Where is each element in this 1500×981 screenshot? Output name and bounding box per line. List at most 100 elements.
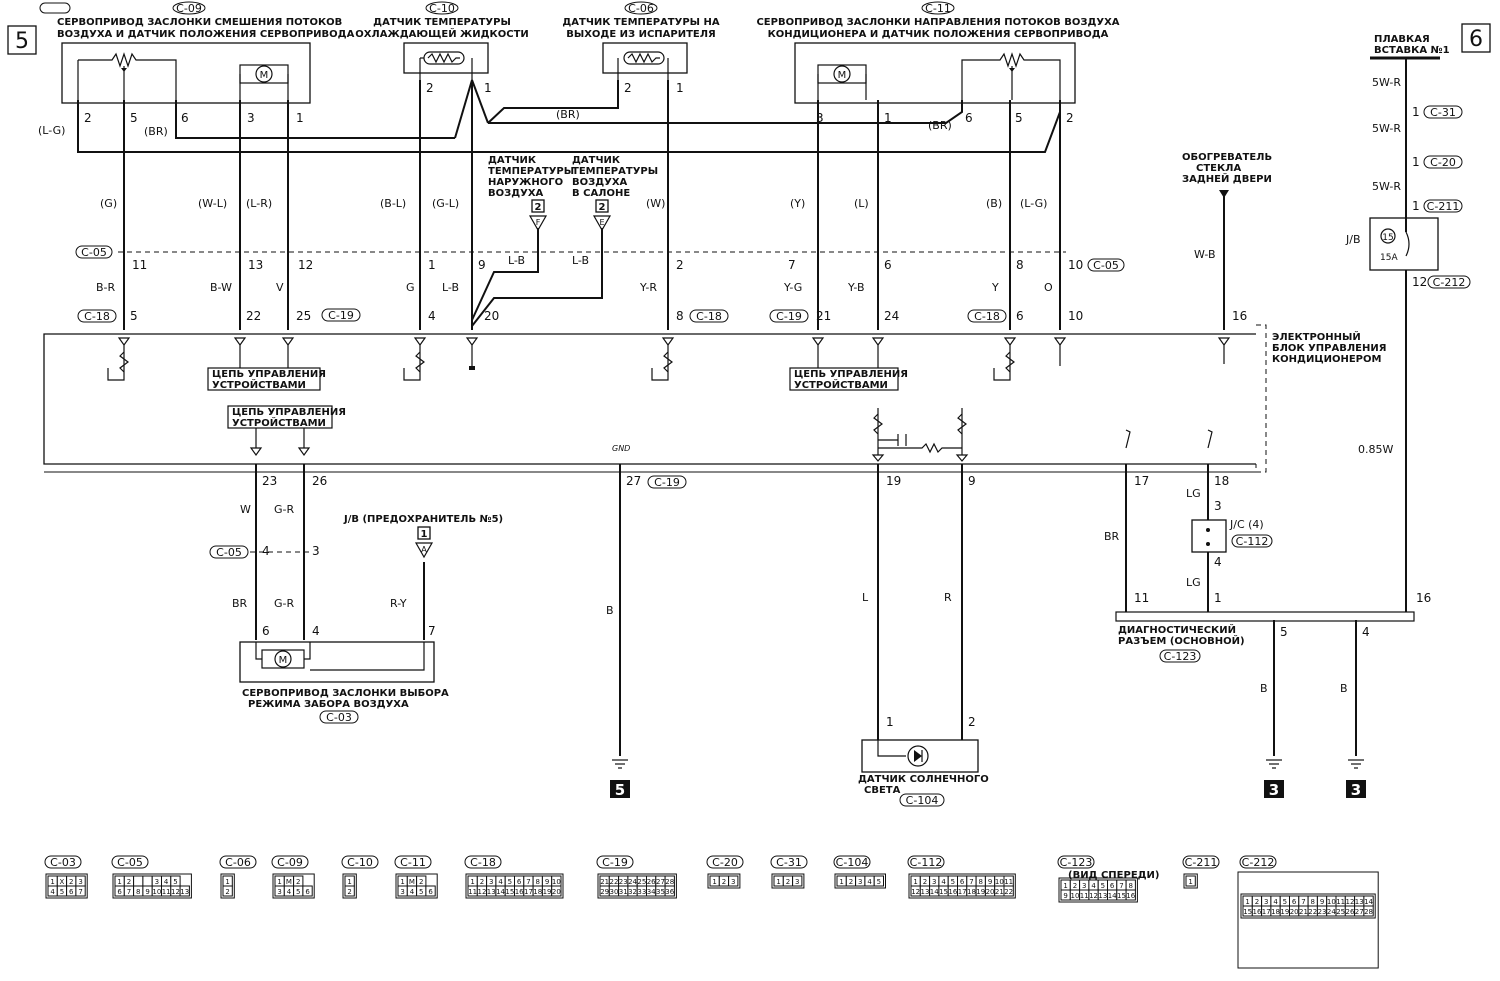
svg-text:СВЕТА: СВЕТА (864, 785, 901, 796)
svg-text:1: 1 (428, 258, 436, 272)
svg-text:C-211: C-211 (1427, 200, 1460, 213)
pin-number: 1 (712, 878, 716, 886)
pin-number: 29 (600, 888, 609, 896)
pin-number: 1 (1063, 882, 1067, 890)
pin-number: 1 (400, 878, 404, 886)
pin-number: 2 (1073, 882, 1077, 890)
pin-number: 11 (468, 888, 477, 896)
pin-number: 24 (1327, 908, 1336, 916)
svg-text:L-B: L-B (572, 254, 589, 267)
pin-number: 15 (939, 888, 948, 896)
pin-number: 5 (60, 888, 64, 896)
svg-text:3: 3 (312, 544, 320, 558)
connector-thumb-label: C-112 (910, 856, 943, 869)
connector-thumb-label: C-03 (50, 856, 76, 869)
svg-text:КОНДИЦИОНЕРА И ДАТЧИК ПОЛОЖЕНИ: КОНДИЦИОНЕРА И ДАТЧИК ПОЛОЖЕНИЯ СЕРВОПРИ… (768, 29, 1109, 40)
pin-number: 13 (487, 888, 496, 896)
pin-number: 4 (410, 888, 415, 896)
diagnostic-connector-c123: 11 1 5 4 16 ДИАГНОСТИЧЕСКИЙ РАЗЪЕМ (ОСНО… (1115, 591, 1431, 663)
svg-text:B: B (1340, 682, 1348, 695)
wire-label: (L) (854, 197, 869, 210)
pin-number: 5 (419, 888, 423, 896)
svg-text:3: 3 (1351, 781, 1361, 799)
pin-number: 23 (1318, 908, 1327, 916)
svg-text:ТЕМПЕРАТУРЫ: ТЕМПЕРАТУРЫ (488, 166, 574, 177)
svg-text:24: 24 (884, 309, 899, 323)
pin-number: 3 (731, 878, 735, 886)
pin-number: 14 (496, 888, 505, 896)
connector-thumb-label: C-20 (712, 856, 738, 869)
svg-text:C-18: C-18 (696, 310, 722, 323)
svg-text:СТЕКЛА: СТЕКЛА (1196, 163, 1241, 174)
wire-label: (G-L) (432, 197, 459, 210)
svg-text:ВОЗДУХА: ВОЗДУХА (572, 177, 628, 188)
pin-number: 15 (1117, 892, 1126, 900)
svg-text:B: B (1260, 682, 1268, 695)
pin-number: 7 (1301, 898, 1305, 906)
pin-number: 21 (1299, 908, 1308, 916)
svg-text:ЦЕПЬ УПРАВЛЕНИЯ: ЦЕПЬ УПРАВЛЕНИЯ (212, 369, 326, 380)
connector-thumb-label: C-09 (277, 856, 303, 869)
svg-text:ТЕМПЕРАТУРЫ: ТЕМПЕРАТУРЫ (572, 166, 658, 177)
pin-number: 3 (932, 878, 936, 886)
pin-number: 17 (1262, 908, 1271, 916)
svg-text:6: 6 (884, 258, 892, 272)
svg-text:M: M (279, 655, 288, 666)
svg-text:21: 21 (816, 309, 831, 323)
pin-number: 6 (428, 888, 433, 896)
pin-number: 27 (656, 878, 665, 886)
pin-number: 1 (839, 878, 843, 886)
c09-pin: 2 (84, 111, 92, 125)
pin-number: 15 (1243, 908, 1252, 916)
connector-thumb-label: C-10 (347, 856, 373, 869)
svg-text:1: 1 (1412, 199, 1420, 213)
svg-text:12: 12 (1412, 275, 1427, 289)
svg-text:НАРУЖНОГО: НАРУЖНОГО (488, 177, 563, 188)
pin-number: 3 (489, 878, 493, 886)
svg-text:ПЛАВКАЯ: ПЛАВКАЯ (1374, 34, 1430, 45)
pin-number: M (409, 878, 415, 886)
pin-number: 2 (923, 878, 927, 886)
connector-thumb-label: C-31 (776, 856, 802, 869)
pin-number: 24 (628, 878, 637, 886)
ground-5: 5 (610, 759, 630, 799)
svg-text:R: R (944, 591, 952, 604)
pin-number: 2 (69, 878, 73, 886)
wire-label: (BR) (556, 108, 580, 121)
svg-text:1: 1 (1412, 105, 1420, 119)
mix-damper-actuator-c09: C-09 СЕРВОПРИВОД ЗАСЛОНКИ СМЕШЕНИЯ ПОТОК… (39, 1, 355, 104)
pin-number: 13 (1098, 892, 1107, 900)
pin-number: 3 (78, 878, 82, 886)
pin-number: 5 (877, 878, 881, 886)
connector-thumb-label: C-104 (836, 856, 869, 869)
svg-text:16: 16 (1416, 591, 1431, 605)
pin-number: 35 (656, 888, 665, 896)
svg-text:23: 23 (262, 474, 277, 488)
cabin-air-temp-sensor: ДАТЧИК ТЕМПЕРАТУРЫ ВОЗДУХА В САЛОНЕ 2 E (572, 155, 658, 232)
pin-number: 16 (1126, 892, 1135, 900)
wire-label: (W) (646, 197, 665, 210)
c11-pin: 6 (965, 111, 973, 125)
svg-text:СЕРВОПРИВОД ЗАСЛОНКИ НАПРАВЛЕН: СЕРВОПРИВОД ЗАСЛОНКИ НАПРАВЛЕНИЯ ПОТОКОВ… (756, 17, 1119, 28)
svg-text:C-19: C-19 (328, 309, 354, 322)
coolant-temp-sensor-c10: C-10 ДАТЧИК ТЕМПЕРАТУРЫ ОХЛАЖДАЮЩЕЙ ЖИДК… (355, 1, 529, 80)
svg-text:C-19: C-19 (776, 310, 802, 323)
ground-3b: 3 (1346, 759, 1366, 799)
svg-text:R-Y: R-Y (390, 597, 407, 610)
svg-text:5W-R: 5W-R (1372, 122, 1401, 135)
svg-text:ДАТЧИК СОЛНЕЧНОГО: ДАТЧИК СОЛНЕЧНОГО (858, 774, 989, 785)
pin-number: 7 (969, 878, 973, 886)
pin-number: 4 (164, 878, 169, 886)
svg-text:4: 4 (312, 624, 320, 638)
pin-number: 8 (979, 878, 983, 886)
pin-number: 6 (69, 888, 74, 896)
svg-text:C-19: C-19 (654, 476, 680, 489)
pin-number: 14 (1364, 898, 1373, 906)
svg-text:2: 2 (535, 202, 542, 213)
pin-number: 17 (524, 888, 533, 896)
pin-number: 13 (1355, 898, 1364, 906)
svg-text:Y: Y (991, 281, 999, 294)
